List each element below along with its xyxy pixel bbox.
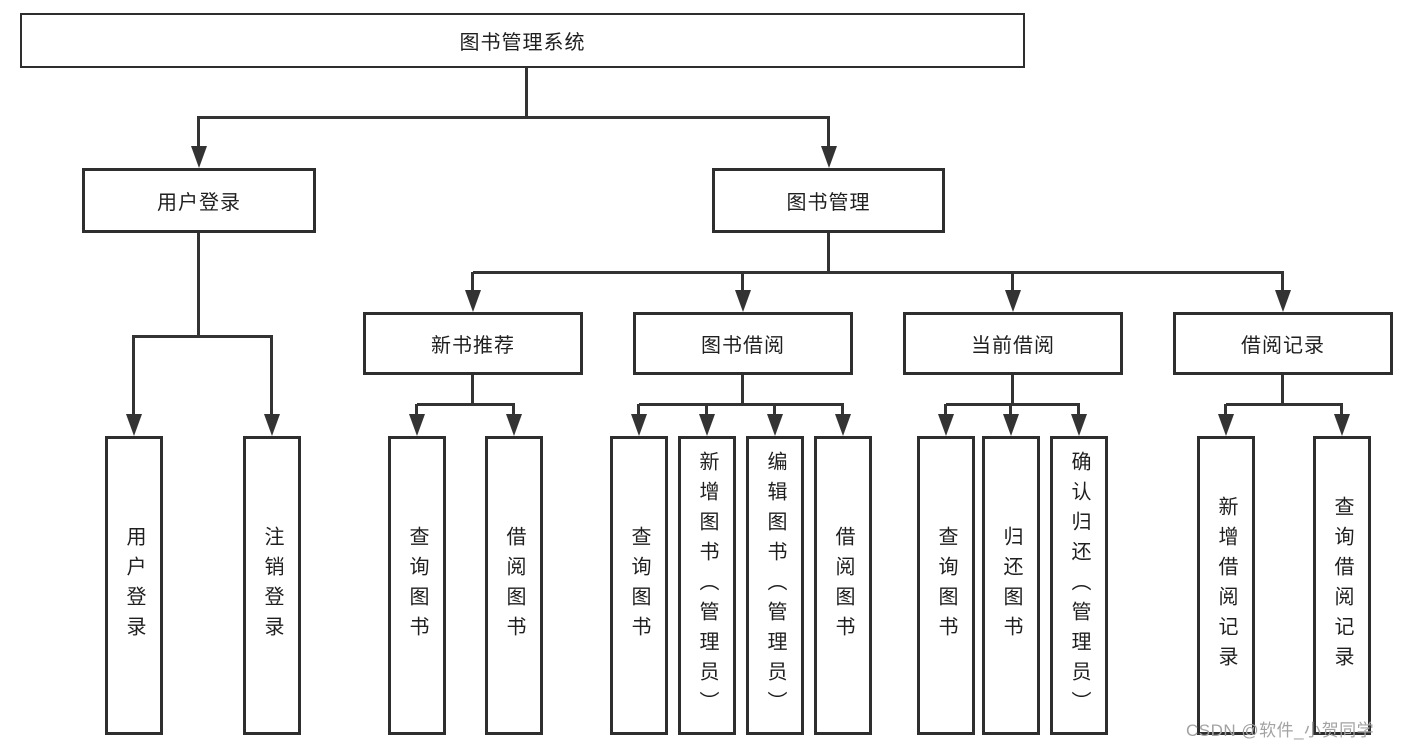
- connector-line: [1226, 403, 1343, 406]
- arrow-down-icon: [821, 146, 837, 168]
- connector-line: [132, 335, 135, 414]
- arrow-down-icon: [1275, 290, 1291, 312]
- connector-line: [415, 404, 418, 414]
- node-label: 用户登录: [157, 192, 241, 214]
- leaf-label: 借阅图书: [503, 525, 525, 646]
- connector-line: [270, 335, 273, 414]
- connector-line: [944, 404, 947, 414]
- connector-line: [1281, 375, 1284, 404]
- connector-line: [197, 233, 200, 336]
- connector-line: [1009, 404, 1012, 414]
- leaf-label: 新增借阅记录: [1215, 495, 1237, 676]
- arrow-down-icon: [1003, 414, 1019, 436]
- connector-line: [827, 233, 830, 273]
- connector-line: [512, 404, 515, 414]
- connector-line: [134, 335, 273, 338]
- connector-line: [705, 404, 708, 414]
- connector-line: [473, 271, 1284, 274]
- leaf-label: 查询图书: [406, 525, 428, 646]
- connector-line: [741, 272, 744, 290]
- node-label: 当前借阅: [971, 335, 1055, 357]
- node-label: 新书推荐: [431, 335, 515, 357]
- arrow-down-icon: [264, 414, 280, 436]
- arrow-down-icon: [767, 414, 783, 436]
- connector-line: [1011, 375, 1014, 404]
- arrow-down-icon: [699, 414, 715, 436]
- leaf-query-books-recommend: 查询图书: [388, 436, 446, 735]
- leaf-query-books-current: 查询图书: [917, 436, 975, 735]
- leaf-query-books-borrowing: 查询图书: [610, 436, 668, 735]
- connector-line: [946, 403, 1080, 406]
- node-label: 图书管理系统: [459, 32, 586, 54]
- connector-line: [1340, 404, 1343, 414]
- leaf-query-borrow-record: 查询借阅记录: [1313, 436, 1371, 735]
- node-label: 借阅记录: [1241, 335, 1325, 357]
- leaf-label: 查询图书: [935, 525, 957, 646]
- arrow-down-icon: [938, 414, 954, 436]
- arrow-down-icon: [1005, 290, 1021, 312]
- connector-line: [525, 68, 528, 118]
- leaf-add-book-admin: 新增图书（管理员）: [678, 436, 736, 735]
- connector-line: [471, 272, 474, 290]
- leaf-edit-book-admin: 编辑图书（管理员）: [746, 436, 804, 735]
- node-current-borrowing: 当前借阅: [903, 312, 1123, 375]
- leaf-confirm-return-admin: 确认归还（管理员）: [1050, 436, 1108, 735]
- node-book-management: 图书管理: [712, 168, 945, 233]
- connector-line: [471, 375, 474, 404]
- leaf-borrow-books-recommend: 借阅图书: [485, 436, 543, 735]
- arrow-down-icon: [631, 414, 647, 436]
- leaf-borrow-books: 借阅图书: [814, 436, 872, 735]
- connector-line: [1281, 272, 1284, 290]
- node-new-book-recommend: 新书推荐: [363, 312, 583, 375]
- connector-line: [827, 116, 830, 146]
- leaf-label: 用户登录: [123, 525, 145, 646]
- connector-line: [637, 404, 640, 414]
- leaf-label: 编辑图书（管理员）: [764, 450, 786, 721]
- connector-line: [1077, 404, 1080, 414]
- node-label: 图书借阅: [701, 335, 785, 357]
- node-book-borrowing: 图书借阅: [633, 312, 853, 375]
- arrow-down-icon: [126, 414, 142, 436]
- connector-line: [773, 404, 776, 414]
- arrow-down-icon: [191, 146, 207, 168]
- connector-line: [639, 403, 844, 406]
- leaf-logout: 注销登录: [243, 436, 301, 735]
- leaf-label: 查询图书: [628, 525, 650, 646]
- leaf-label: 注销登录: [261, 525, 283, 646]
- connector-line: [197, 116, 200, 146]
- arrow-down-icon: [835, 414, 851, 436]
- arrow-down-icon: [465, 290, 481, 312]
- node-label: 图书管理: [786, 192, 871, 214]
- connector-line: [841, 404, 844, 414]
- leaf-user-login: 用户登录: [105, 436, 163, 735]
- leaf-label: 查询借阅记录: [1331, 495, 1353, 676]
- arrow-down-icon: [1071, 414, 1087, 436]
- arrow-down-icon: [409, 414, 425, 436]
- connector-line: [1224, 404, 1227, 414]
- connector-line: [417, 403, 515, 406]
- connector-line: [741, 375, 744, 404]
- node-library-system: 图书管理系统: [20, 13, 1025, 68]
- watermark: CSDN @软件_小贺同学: [1186, 721, 1375, 740]
- leaf-label: 借阅图书: [832, 525, 854, 646]
- leaf-label: 新增图书（管理员）: [696, 450, 718, 721]
- connector-line: [199, 116, 829, 119]
- node-user-login: 用户登录: [82, 168, 316, 233]
- leaf-add-borrow-record: 新增借阅记录: [1197, 436, 1255, 735]
- leaf-label: 归还图书: [1000, 525, 1022, 646]
- arrow-down-icon: [506, 414, 522, 436]
- leaf-return-book: 归还图书: [982, 436, 1040, 735]
- connector-line: [1011, 272, 1014, 290]
- arrow-down-icon: [1334, 414, 1350, 436]
- arrow-down-icon: [1218, 414, 1234, 436]
- leaf-label: 确认归还（管理员）: [1068, 450, 1090, 721]
- node-borrowing-records: 借阅记录: [1173, 312, 1393, 375]
- arrow-down-icon: [735, 290, 751, 312]
